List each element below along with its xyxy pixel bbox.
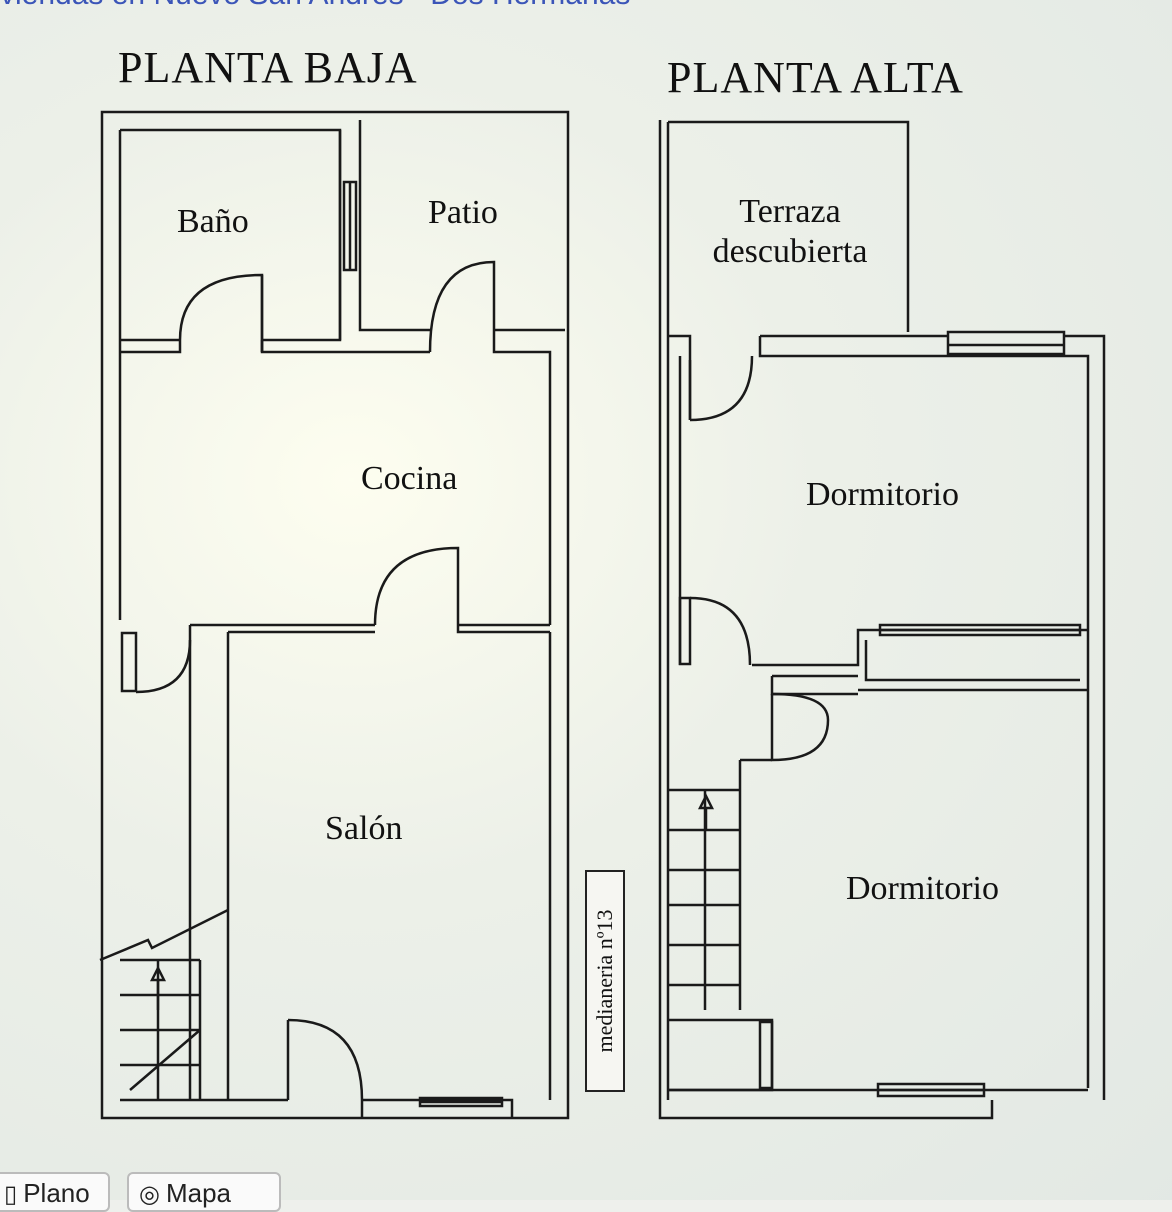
medianera-label: medianeria nº13 [592,909,617,1053]
tab-mapa-label: Mapa [165,1178,231,1208]
tab-plano-label: Plano [23,1178,90,1208]
planta-baja-walls [99,110,570,1120]
room-label-dormitorio-2: Dormitorio [846,870,999,907]
room-label-patio: Patio [428,194,498,231]
room-label-dormitorio-1: Dormitorio [806,476,959,513]
medianera-box: medianeria nº13 [585,870,625,1092]
map-pin-icon: ◎ [139,1181,160,1208]
room-label-salon: Salón [325,810,403,847]
room-label-terraza-line1: Terraza [739,193,841,230]
planta-baja-heading: PLANTA BAJA [118,43,418,92]
room-label-terraza-line2: descubierta [712,233,868,270]
planta-alta-walls [658,120,1106,1120]
tab-mapa[interactable]: ◎Mapa [127,1172,281,1212]
planta-alta-heading: PLANTA ALTA [667,53,964,102]
plan-icon: ▯ [4,1181,18,1208]
page-title[interactable]: viendas en Nuevo San Andrés - Dos Herman… [0,0,700,18]
room-label-bano: Baño [177,203,249,240]
room-label-cocina: Cocina [361,460,458,497]
tab-plano[interactable]: ▯Plano [0,1172,110,1212]
room-label-terraza: Terraza descubierta [690,192,890,272]
